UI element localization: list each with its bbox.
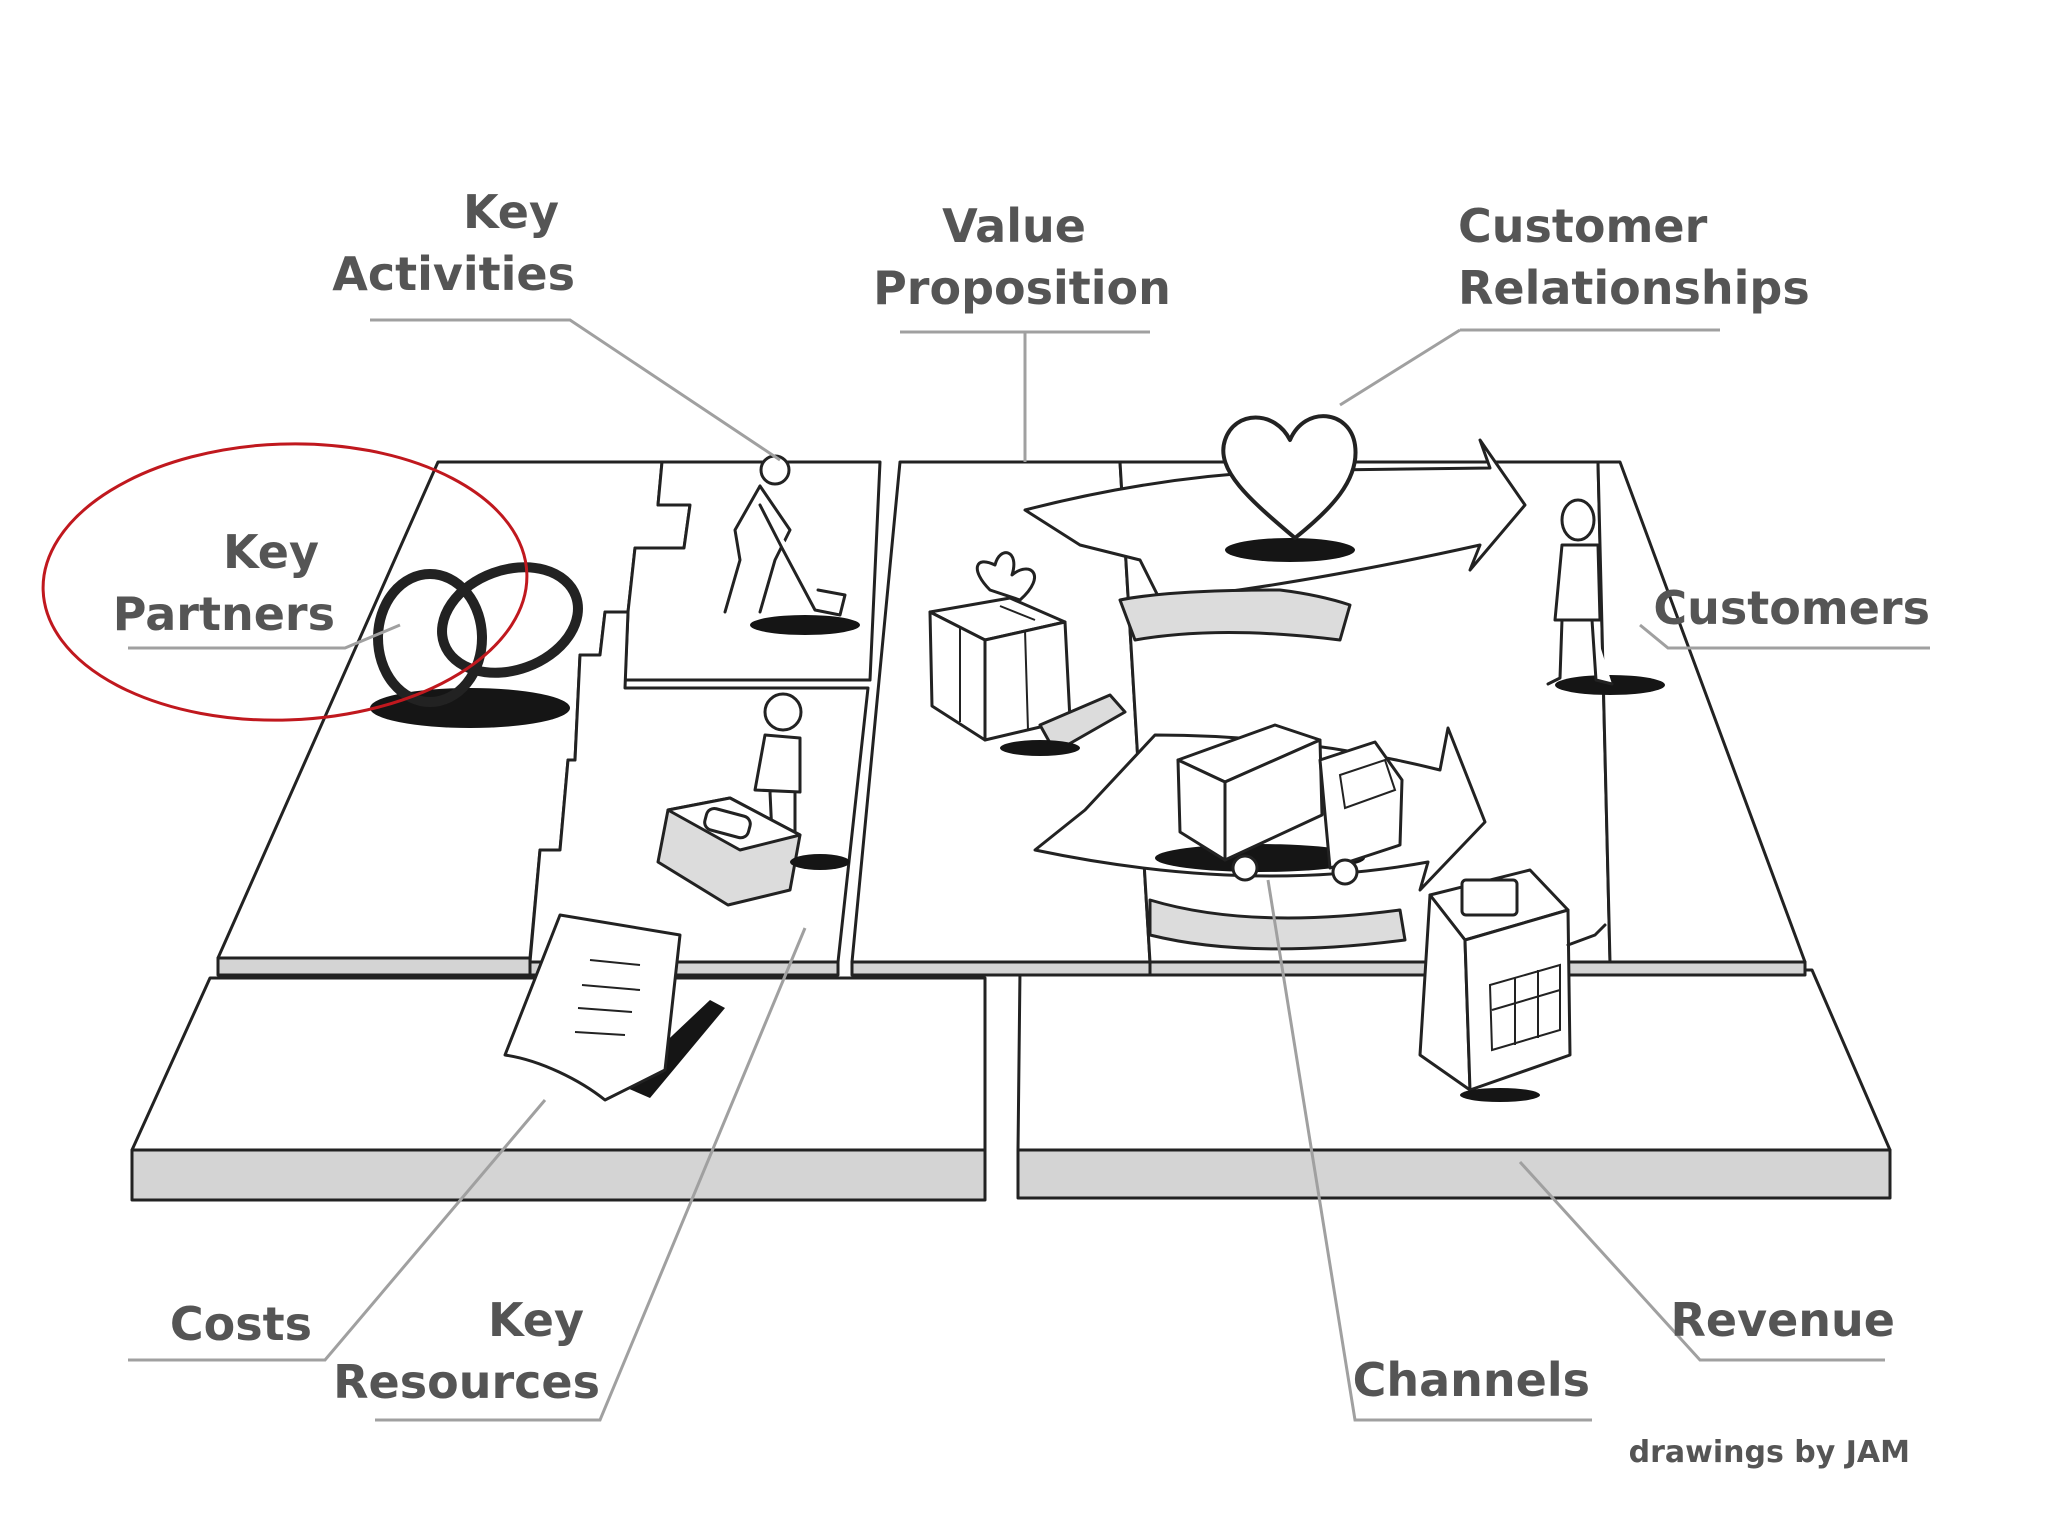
bill-document-icon	[503, 913, 725, 1102]
value-proposition-label-line1: Value	[942, 199, 1086, 253]
delivery-truck-icon	[1155, 723, 1404, 886]
customers-leader	[1639, 623, 1930, 650]
key-resources-leader	[375, 927, 807, 1422]
value-proposition-block-side	[850, 960, 1152, 977]
costs-leader	[128, 1099, 547, 1362]
costs-label: Costs	[170, 1297, 312, 1351]
channels-leader	[1266, 879, 1592, 1422]
customer-relationships-label-line1: Customer	[1458, 199, 1708, 253]
customers-block	[1596, 460, 1807, 964]
standing-person-icon	[1546, 498, 1665, 695]
key-partners-label-line1: Key	[223, 525, 319, 579]
customer-relationships-leader	[1339, 328, 1720, 407]
key-activities-label: Key Activities	[332, 185, 575, 301]
value-proposition-leader	[900, 330, 1150, 462]
key-partners-label: Key Partners	[113, 525, 335, 641]
channels-label: Channels	[1353, 1353, 1590, 1407]
key-partners-label-line2: Partners	[113, 587, 335, 641]
arrow-inner-band	[1118, 588, 1352, 642]
key-activities-label-line1: Key	[463, 185, 559, 239]
costs-block-side	[130, 1148, 987, 1202]
key-resources-label-line2: Resources	[333, 1355, 600, 1409]
revenue-block-side	[1016, 1148, 1892, 1200]
key-activities-leader	[370, 318, 781, 462]
arrow-lower-band	[1148, 898, 1407, 951]
drawings-credit: drawings by JAM	[1629, 1435, 1910, 1470]
revenue-leader	[1518, 1160, 1885, 1362]
leader-lines	[128, 318, 1930, 1422]
customer-relationships-label: Customer Relationships	[1458, 199, 1810, 315]
gift-box-icon	[928, 551, 1127, 756]
key-partners-leader	[128, 623, 401, 650]
person-digging-icon	[723, 454, 860, 635]
key-resources-label: Key Resources	[333, 1293, 600, 1409]
person-with-machine-icon	[656, 692, 850, 907]
customers-label: Customers	[1653, 581, 1930, 635]
customer-relationships-label-line2: Relationships	[1458, 261, 1810, 315]
cash-register-icon	[1418, 868, 1607, 1102]
interlocked-rings-icon	[370, 562, 583, 728]
heart-icon	[1221, 414, 1358, 562]
key-partners-block-side	[216, 956, 532, 977]
key-activities-label-line2: Activities	[332, 247, 575, 301]
value-proposition-label-line2: Proposition	[873, 261, 1171, 315]
key-partners-highlight-circle	[41, 442, 529, 722]
key-resources-label-line1: Key	[488, 1293, 584, 1347]
key-activities-block	[623, 460, 882, 682]
value-proposition-label: Value Proposition	[873, 199, 1171, 315]
revenue-label: Revenue	[1671, 1293, 1896, 1347]
